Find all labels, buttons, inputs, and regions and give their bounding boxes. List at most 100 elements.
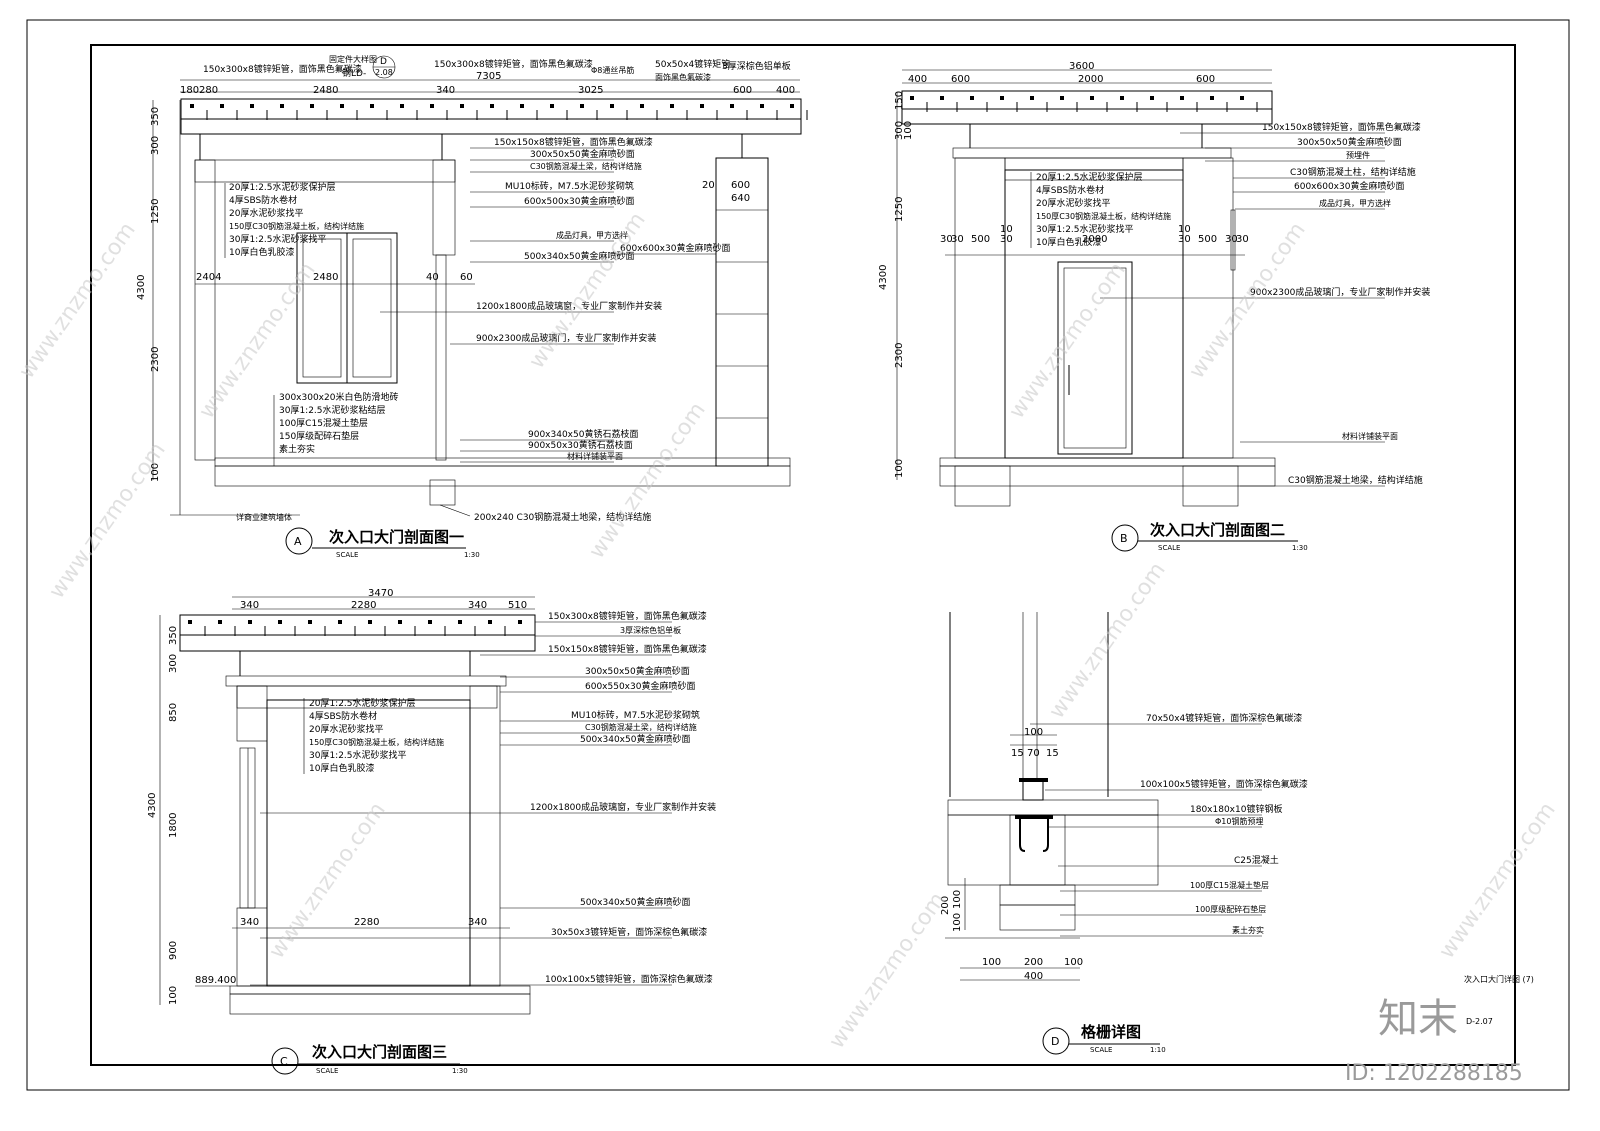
note-text: 100厚C15混凝土垫层 <box>1190 880 1269 890</box>
section-a-dim-300: 300 <box>150 136 161 155</box>
section-a-dim-400: 400 <box>776 85 795 96</box>
layer-text: 30厚1:2.5水泥砂浆找平 <box>229 233 327 245</box>
section-a <box>152 79 808 516</box>
section-b-dim-3600: 3600 <box>1069 61 1094 72</box>
section-c-dim-4300: 4300 <box>147 793 158 818</box>
section-c-scale: 1:30 <box>452 1067 468 1075</box>
section-d-title-bubble <box>1042 1027 1070 1055</box>
beam-bolt-mark <box>428 620 432 624</box>
section-a-note-top-6: 3厚深棕色铝单板 <box>722 60 791 72</box>
section-a-dim-340: 340 <box>436 85 455 96</box>
layer-text: 150厚级配碎石垫层 <box>279 430 359 442</box>
section-d-paving <box>947 799 1159 816</box>
section-a-pier-dim-640: 640 <box>731 193 750 204</box>
note-text: 150x150x8镀锌矩管，面饰黑色氟碳漆 <box>1262 121 1421 133</box>
dim-text: 30 <box>951 234 964 245</box>
section-c-dim-1800: 1800 <box>168 813 179 838</box>
section-a-roof-layers: 20厚1:2.5水泥砂浆保护层 4厚SBS防水卷材 20厚水泥砂浆找平 150厚… <box>224 181 364 258</box>
beam-bolt-mark <box>400 104 404 108</box>
layer-text: 20厚水泥砂浆找平 <box>1036 197 1110 209</box>
section-c-left-beam <box>236 685 268 742</box>
beam-bolt-mark <box>518 620 522 624</box>
section-c-dim-340-b: 340 <box>468 600 487 611</box>
watermark-text: www.znzmo.com <box>264 798 390 963</box>
section-d-letter: D <box>1051 1035 1059 1048</box>
brand-id: ID: 1202288185 <box>1345 1061 1523 1086</box>
section-c-bottom-beam <box>179 634 536 652</box>
watermark-text: www.znzmo.com <box>584 398 710 563</box>
section-d-title: 格栅详图 <box>1081 1023 1141 1041</box>
section-c-dim-350: 350 <box>168 626 179 645</box>
section-c-floor <box>229 985 531 995</box>
section-b-scale-word: SCALE <box>1158 544 1180 552</box>
section-d-dim-100-a: 100 <box>952 913 963 932</box>
outer-border <box>26 19 1570 1091</box>
section-a-door-jamb <box>435 254 447 461</box>
section-d-gravel-bed <box>999 904 1076 931</box>
note-text: 100x100x5镀锌矩管，面饰深棕色氟碳漆 <box>545 973 713 985</box>
layer-text: 300x300x20米白色防滑地砖 <box>279 391 398 403</box>
section-a-ref-letter: D <box>380 57 387 67</box>
section-d-dim-15-b: 15 <box>1046 748 1059 759</box>
section-b-dim-1250: 1250 <box>894 197 905 222</box>
section-c-mid-dim-340: 340 <box>240 917 259 928</box>
sheet-code: 次入口大门详图 (7) <box>1464 974 1534 984</box>
note-text: 300x50x50黄金麻喷砂面 <box>530 148 635 160</box>
section-b-dim-400: 400 <box>908 74 927 85</box>
section-b-title-bubble <box>1111 524 1139 552</box>
layer-text: 4厚SBS防水卷材 <box>1036 184 1104 196</box>
section-d-bottom-dim-400: 400 <box>1024 971 1043 982</box>
dim-text: 10 <box>1000 224 1013 235</box>
beam-bolt-mark <box>1000 96 1004 100</box>
note-text: MU10标砖，M7.5水泥砂浆砌筑 <box>571 709 700 721</box>
section-c-cap <box>225 675 507 687</box>
layer-text: 10厚白色乳胶漆 <box>1036 236 1101 248</box>
layer-text: 素土夯实 <box>279 443 315 455</box>
beam-bolt-mark <box>278 620 282 624</box>
section-c-layers: 20厚1:2.5水泥砂浆保护层 4厚SBS防水卷材 20厚水泥砂浆找平 150厚… <box>303 697 444 774</box>
section-b-layers: 20厚1:2.5水泥砂浆保护层 4厚SBS防水卷材 20厚水泥砂浆找平 150厚… <box>1030 171 1171 248</box>
section-b-dim-2300: 2300 <box>894 343 905 368</box>
watermark-text: www.znzmo.com <box>824 888 950 1053</box>
section-c-dim-3470: 3470 <box>368 588 393 599</box>
section-d-c15-bed <box>999 884 1076 906</box>
section-c-dim-850: 850 <box>168 703 179 722</box>
section-c-window-frame <box>239 747 256 909</box>
section-d-stone-bed <box>947 814 1159 886</box>
beam-bolt-mark <box>1240 96 1244 100</box>
section-a-dim-2480-b: 2480 <box>313 272 338 283</box>
dim-text: 10 <box>1178 224 1191 235</box>
section-a-pier-dim-600: 600 <box>731 180 750 191</box>
section-d-dim-100-b: 100 <box>952 890 963 909</box>
section-a-bottom-note-1: 详商业建筑墙体 <box>236 512 292 522</box>
section-b-right-notes: 150x150x8镀锌矩管，面饰黑色氟碳漆 300x50x50黄金麻喷砂面 预埋… <box>1100 121 1430 487</box>
note-text: 材料详铺装平面 <box>567 451 623 461</box>
note-text: 300x50x50黄金麻喷砂面 <box>585 665 690 677</box>
layer-text: 20厚1:2.5水泥砂浆保护层 <box>1036 171 1143 183</box>
section-c-dim-900: 900 <box>168 941 179 960</box>
beam-bolt-mark <box>1120 96 1124 100</box>
beam-bolt-mark <box>280 104 284 108</box>
section-a-note-top-4: 50x50x4镀锌矩管 <box>655 58 730 70</box>
note-text: 1200x1800成品玻璃窗，专业厂家制作并安装 <box>530 801 716 813</box>
dim-text: 2000 <box>1082 234 1107 245</box>
watermark-text: www.znzmo.com <box>44 438 170 603</box>
beam-bolt-mark <box>550 104 554 108</box>
layer-text: 20厚1:2.5水泥砂浆保护层 <box>309 697 416 709</box>
note-text: 成品灯具，甲方选样 <box>556 230 628 240</box>
section-c-top-beam <box>179 614 536 636</box>
section-a-dim-350: 350 <box>150 107 161 126</box>
section-d-c25-footing <box>1009 814 1066 886</box>
section-c-title-bubble <box>271 1047 299 1075</box>
beam-bolt-mark <box>190 104 194 108</box>
note-text: 150x150x8镀锌矩管，面饰黑色氟碳漆 <box>548 643 707 655</box>
section-c-dim-300: 300 <box>168 654 179 673</box>
watermark-text: www.znzmo.com <box>1004 258 1130 423</box>
section-c-letter: C <box>280 1055 288 1068</box>
dim-text: 500 <box>1198 234 1217 245</box>
beam-bolt-mark <box>488 620 492 624</box>
section-a-scale: 1:30 <box>464 551 480 559</box>
section-a-ground-beam <box>429 479 456 506</box>
beam-bolt-mark <box>670 104 674 108</box>
